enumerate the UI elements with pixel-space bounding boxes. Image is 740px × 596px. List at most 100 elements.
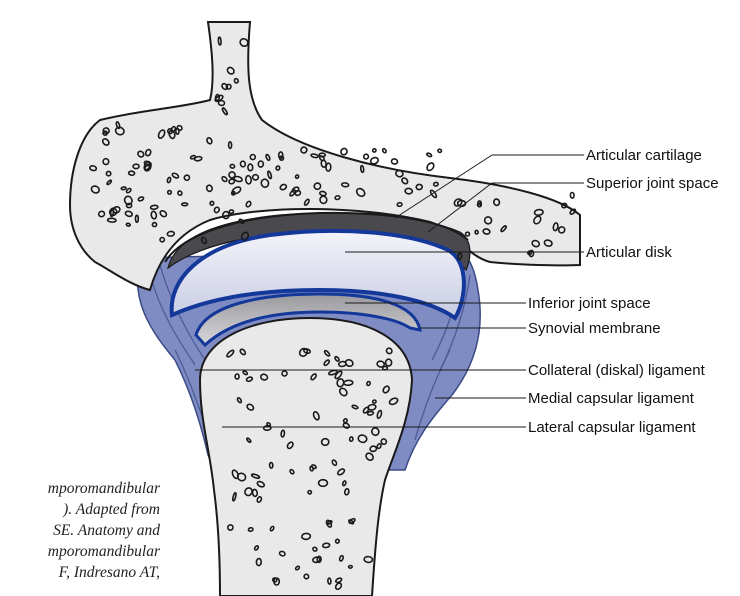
bone-pore — [268, 461, 274, 469]
bone-pore — [97, 210, 106, 218]
bone-pore — [209, 200, 215, 206]
bone-pore — [120, 186, 127, 191]
bone-pore — [217, 99, 226, 107]
bone-pore — [366, 380, 371, 387]
bone-pore — [244, 487, 253, 497]
bone-pore — [257, 160, 265, 168]
bone-pore — [256, 496, 263, 503]
label-medial-capsular-ligament: Medial capsular ligament — [528, 390, 695, 407]
label-articular-disk: Articular disk — [586, 244, 672, 261]
bone-pore — [280, 429, 286, 438]
bone-pore — [143, 161, 152, 172]
bone-pore — [343, 487, 350, 496]
bone-pore — [320, 437, 330, 447]
bone-pore — [376, 443, 382, 450]
bone-pore — [221, 175, 228, 183]
bone-pore — [307, 489, 313, 495]
label-inferior-joint-space: Inferior joint space — [528, 295, 651, 312]
bone-pore — [239, 348, 247, 356]
bone-pore — [381, 147, 387, 154]
bone-pore — [244, 174, 253, 185]
bone-pore — [144, 148, 152, 157]
bone-pore — [289, 468, 295, 475]
bone-pore — [265, 153, 271, 162]
bone-pore — [239, 160, 247, 168]
bone-pore — [432, 181, 439, 187]
bone-pore — [255, 557, 263, 567]
bone-pore — [159, 209, 168, 218]
bone-pore — [233, 77, 239, 84]
bone-pore — [101, 138, 110, 146]
bone-pore — [115, 121, 121, 130]
bone-pore — [557, 226, 566, 234]
bone-pore — [231, 186, 242, 195]
bone-pore — [362, 406, 370, 414]
bone-pore — [286, 441, 294, 450]
bone-pore — [303, 573, 310, 580]
bone-pore — [385, 347, 393, 355]
bone-pore — [125, 187, 132, 194]
bone-pore — [342, 418, 348, 424]
bone-pore — [323, 349, 331, 357]
bone-pore — [137, 196, 145, 202]
bone-pore — [256, 480, 266, 488]
bone-pore — [340, 147, 348, 156]
bone-pore — [321, 542, 331, 549]
bone-pore — [561, 202, 568, 209]
bone-pore — [370, 427, 380, 437]
bone-pore — [226, 66, 235, 75]
bone-pore — [279, 183, 288, 191]
bone-pore — [303, 198, 310, 206]
bone-pore — [249, 153, 257, 161]
bone-pore — [275, 165, 281, 171]
bone-pore — [206, 137, 213, 145]
bone-pore — [390, 158, 399, 165]
bone-pore — [569, 208, 577, 215]
bone-pore — [326, 520, 333, 525]
bone-pore — [318, 155, 325, 162]
caption-line-1: mporomandibular — [47, 480, 160, 497]
articular-disk — [169, 228, 466, 321]
bone-pore — [180, 202, 189, 207]
bone-pore — [193, 155, 203, 162]
bone-pore — [253, 545, 260, 551]
bone-pore — [334, 538, 341, 544]
bone-pore — [231, 469, 240, 480]
mandibular-condyle — [198, 316, 414, 596]
bone-pore — [278, 550, 286, 557]
bone-pore — [336, 378, 345, 388]
leader-lines — [195, 154, 584, 428]
bone-pore — [174, 127, 180, 135]
bone-pore — [302, 348, 312, 355]
label-articular-cartilage: Articular cartilage — [586, 147, 702, 164]
bone-pore — [312, 411, 320, 421]
bone-pore — [114, 126, 125, 136]
bone-pore — [376, 360, 386, 368]
bone-pore — [134, 214, 140, 224]
bone-pore — [552, 222, 559, 232]
bone-pore — [171, 172, 180, 179]
bone-pore — [245, 200, 252, 208]
bone-pore — [317, 478, 329, 488]
bone-pore — [351, 404, 359, 410]
bone-pore — [404, 187, 414, 195]
caption-line-5: F, Indresano AT, — [58, 564, 160, 581]
bone-pore — [363, 555, 374, 564]
bone-pore — [348, 519, 355, 525]
bone-pore — [291, 186, 300, 194]
bone-pore — [362, 153, 370, 160]
label-collateral-ligament: Collateral (diskal) ligament — [528, 362, 706, 379]
bone-pore — [127, 170, 136, 177]
bone-pore — [476, 202, 483, 208]
bone-pore — [369, 445, 378, 453]
bone-pore — [382, 385, 390, 394]
bone-pore — [301, 532, 312, 541]
bone-pore — [359, 164, 365, 174]
bone-pore — [533, 208, 544, 217]
bone-pore — [334, 355, 340, 362]
bone-pore — [294, 174, 300, 180]
bone-pore — [310, 153, 319, 159]
bone-pore — [492, 198, 501, 207]
bone-pore — [221, 210, 231, 220]
